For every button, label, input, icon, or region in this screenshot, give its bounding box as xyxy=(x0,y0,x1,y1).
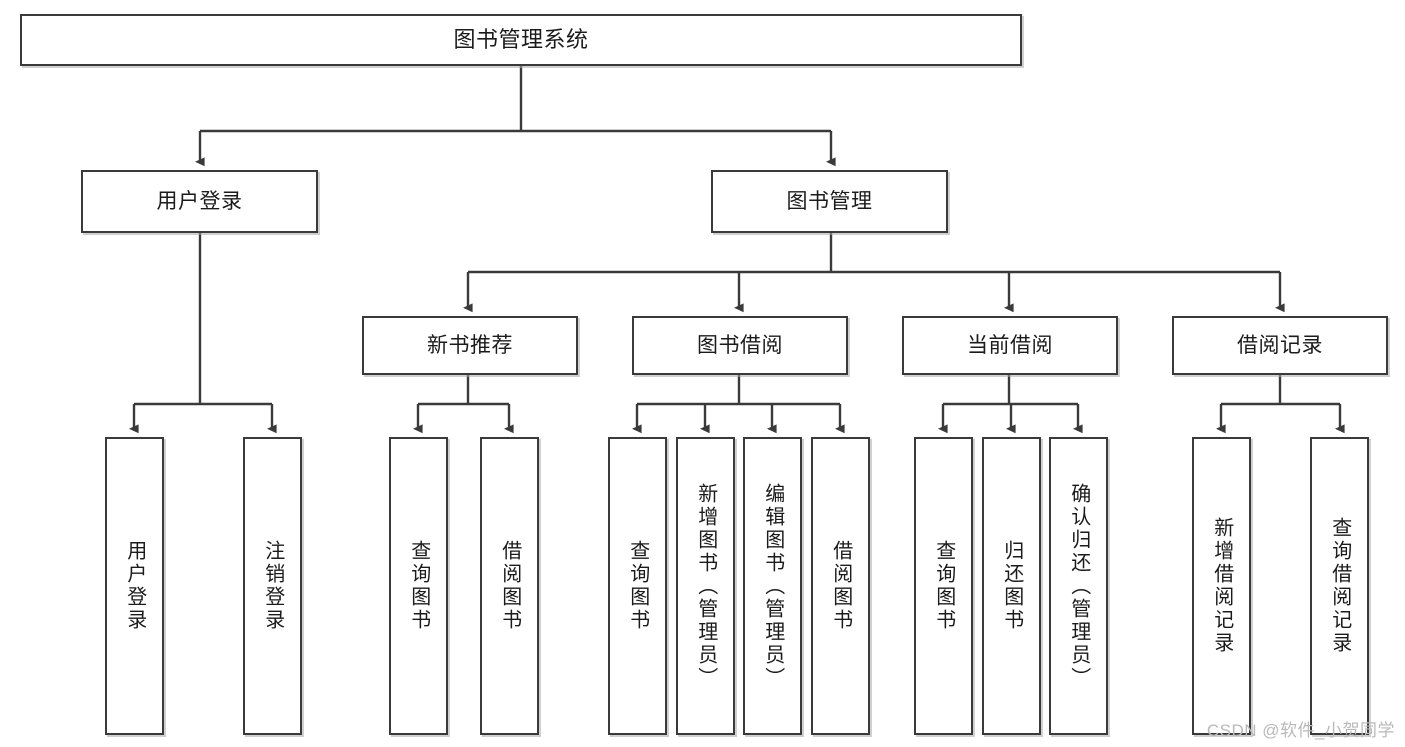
node-leaf-query-record[interactable]: 查询借阅记录 xyxy=(1310,437,1369,735)
node-leaf-query-record-label: 查询借阅记录 xyxy=(1328,517,1351,655)
node-root[interactable]: 图书管理系统 xyxy=(20,14,1022,66)
node-new-book-rec[interactable]: 新书推荐 xyxy=(362,316,578,375)
node-leaf-query-book-a[interactable]: 查询图书 xyxy=(389,437,448,735)
node-leaf-borrow-book-a-label: 借阅图书 xyxy=(498,540,521,632)
node-leaf-query-book-c[interactable]: 查询图书 xyxy=(914,437,973,735)
node-leaf-query-book-a-label: 查询图书 xyxy=(407,540,430,632)
node-borrow-record-label: 借阅记录 xyxy=(1237,333,1323,357)
node-root-label: 图书管理系统 xyxy=(453,26,589,52)
node-leaf-add-record-label: 新增借阅记录 xyxy=(1210,517,1233,655)
node-leaf-borrow-book-b-label: 借阅图书 xyxy=(829,540,852,632)
node-new-book-rec-label: 新书推荐 xyxy=(427,333,513,357)
node-user-login-label: 用户登录 xyxy=(156,189,243,213)
node-leaf-edit-book-admin-label: 编辑图书（管理员） xyxy=(761,482,784,690)
node-leaf-confirm-return-admin[interactable]: 确认归还（管理员） xyxy=(1049,437,1108,735)
node-borrow-record[interactable]: 借阅记录 xyxy=(1172,316,1388,375)
node-leaf-add-record[interactable]: 新增借阅记录 xyxy=(1192,437,1251,735)
node-leaf-return-book[interactable]: 归还图书 xyxy=(982,437,1041,735)
node-leaf-add-book-admin-label: 新增图书（管理员） xyxy=(694,482,717,690)
node-leaf-return-book-label: 归还图书 xyxy=(1000,540,1023,632)
node-leaf-edit-book-admin[interactable]: 编辑图书（管理员） xyxy=(743,437,802,735)
node-book-borrow-label: 图书借阅 xyxy=(697,333,783,357)
node-leaf-user-login[interactable]: 用户登录 xyxy=(105,437,164,735)
node-current-borrow[interactable]: 当前借阅 xyxy=(902,316,1118,375)
node-user-login[interactable]: 用户登录 xyxy=(81,170,318,233)
node-leaf-query-book-b[interactable]: 查询图书 xyxy=(608,437,667,735)
node-book-borrow[interactable]: 图书借阅 xyxy=(632,316,848,375)
node-leaf-confirm-return-admin-label: 确认归还（管理员） xyxy=(1067,482,1090,690)
node-leaf-borrow-book-b[interactable]: 借阅图书 xyxy=(811,437,870,735)
node-book-manage-label: 图书管理 xyxy=(786,189,873,213)
node-leaf-borrow-book-a[interactable]: 借阅图书 xyxy=(480,437,539,735)
node-leaf-query-book-c-label: 查询图书 xyxy=(932,540,955,632)
node-leaf-logout[interactable]: 注销登录 xyxy=(243,437,302,735)
node-current-borrow-label: 当前借阅 xyxy=(967,333,1053,357)
node-leaf-add-book-admin[interactable]: 新增图书（管理员） xyxy=(676,437,735,735)
node-leaf-logout-label: 注销登录 xyxy=(261,540,284,632)
node-leaf-user-login-label: 用户登录 xyxy=(123,540,146,632)
node-leaf-query-book-b-label: 查询图书 xyxy=(626,540,649,632)
node-book-manage[interactable]: 图书管理 xyxy=(711,170,948,233)
